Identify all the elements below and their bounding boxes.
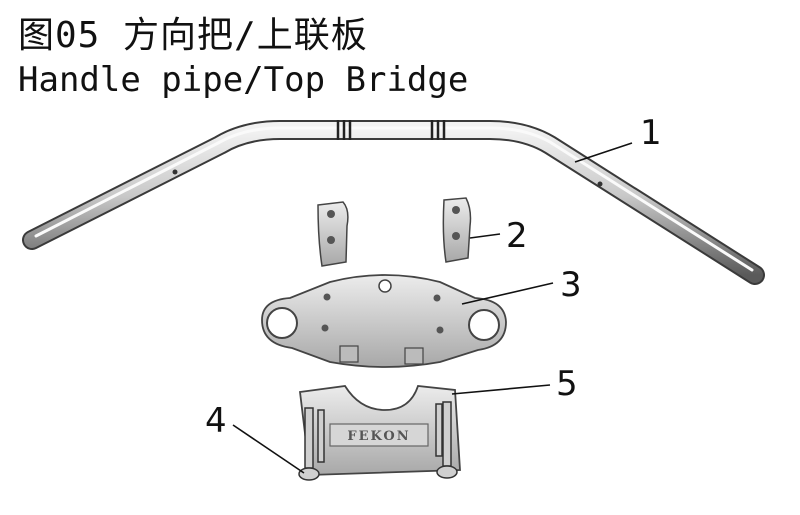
page-title-chinese: 图05 方向把/上联板 [18,15,368,56]
page-title-english: Handle pipe/Top Bridge [18,60,469,100]
bolts-part [298,401,458,481]
top-bridge-part [261,274,507,368]
emboss-brand-text: FEKON [347,429,410,444]
leader-lines [232,142,633,474]
callout-5: 5 [556,364,578,404]
handlebar-holder-lower-part: FEKON [299,385,461,476]
callout-3: 3 [560,265,582,305]
handlebar-holder-upper-part [317,197,472,267]
callout-2: 2 [506,216,528,256]
callout-4: 4 [205,401,227,441]
callout-1: 1 [640,113,662,153]
handle-pipe-part [22,120,765,285]
